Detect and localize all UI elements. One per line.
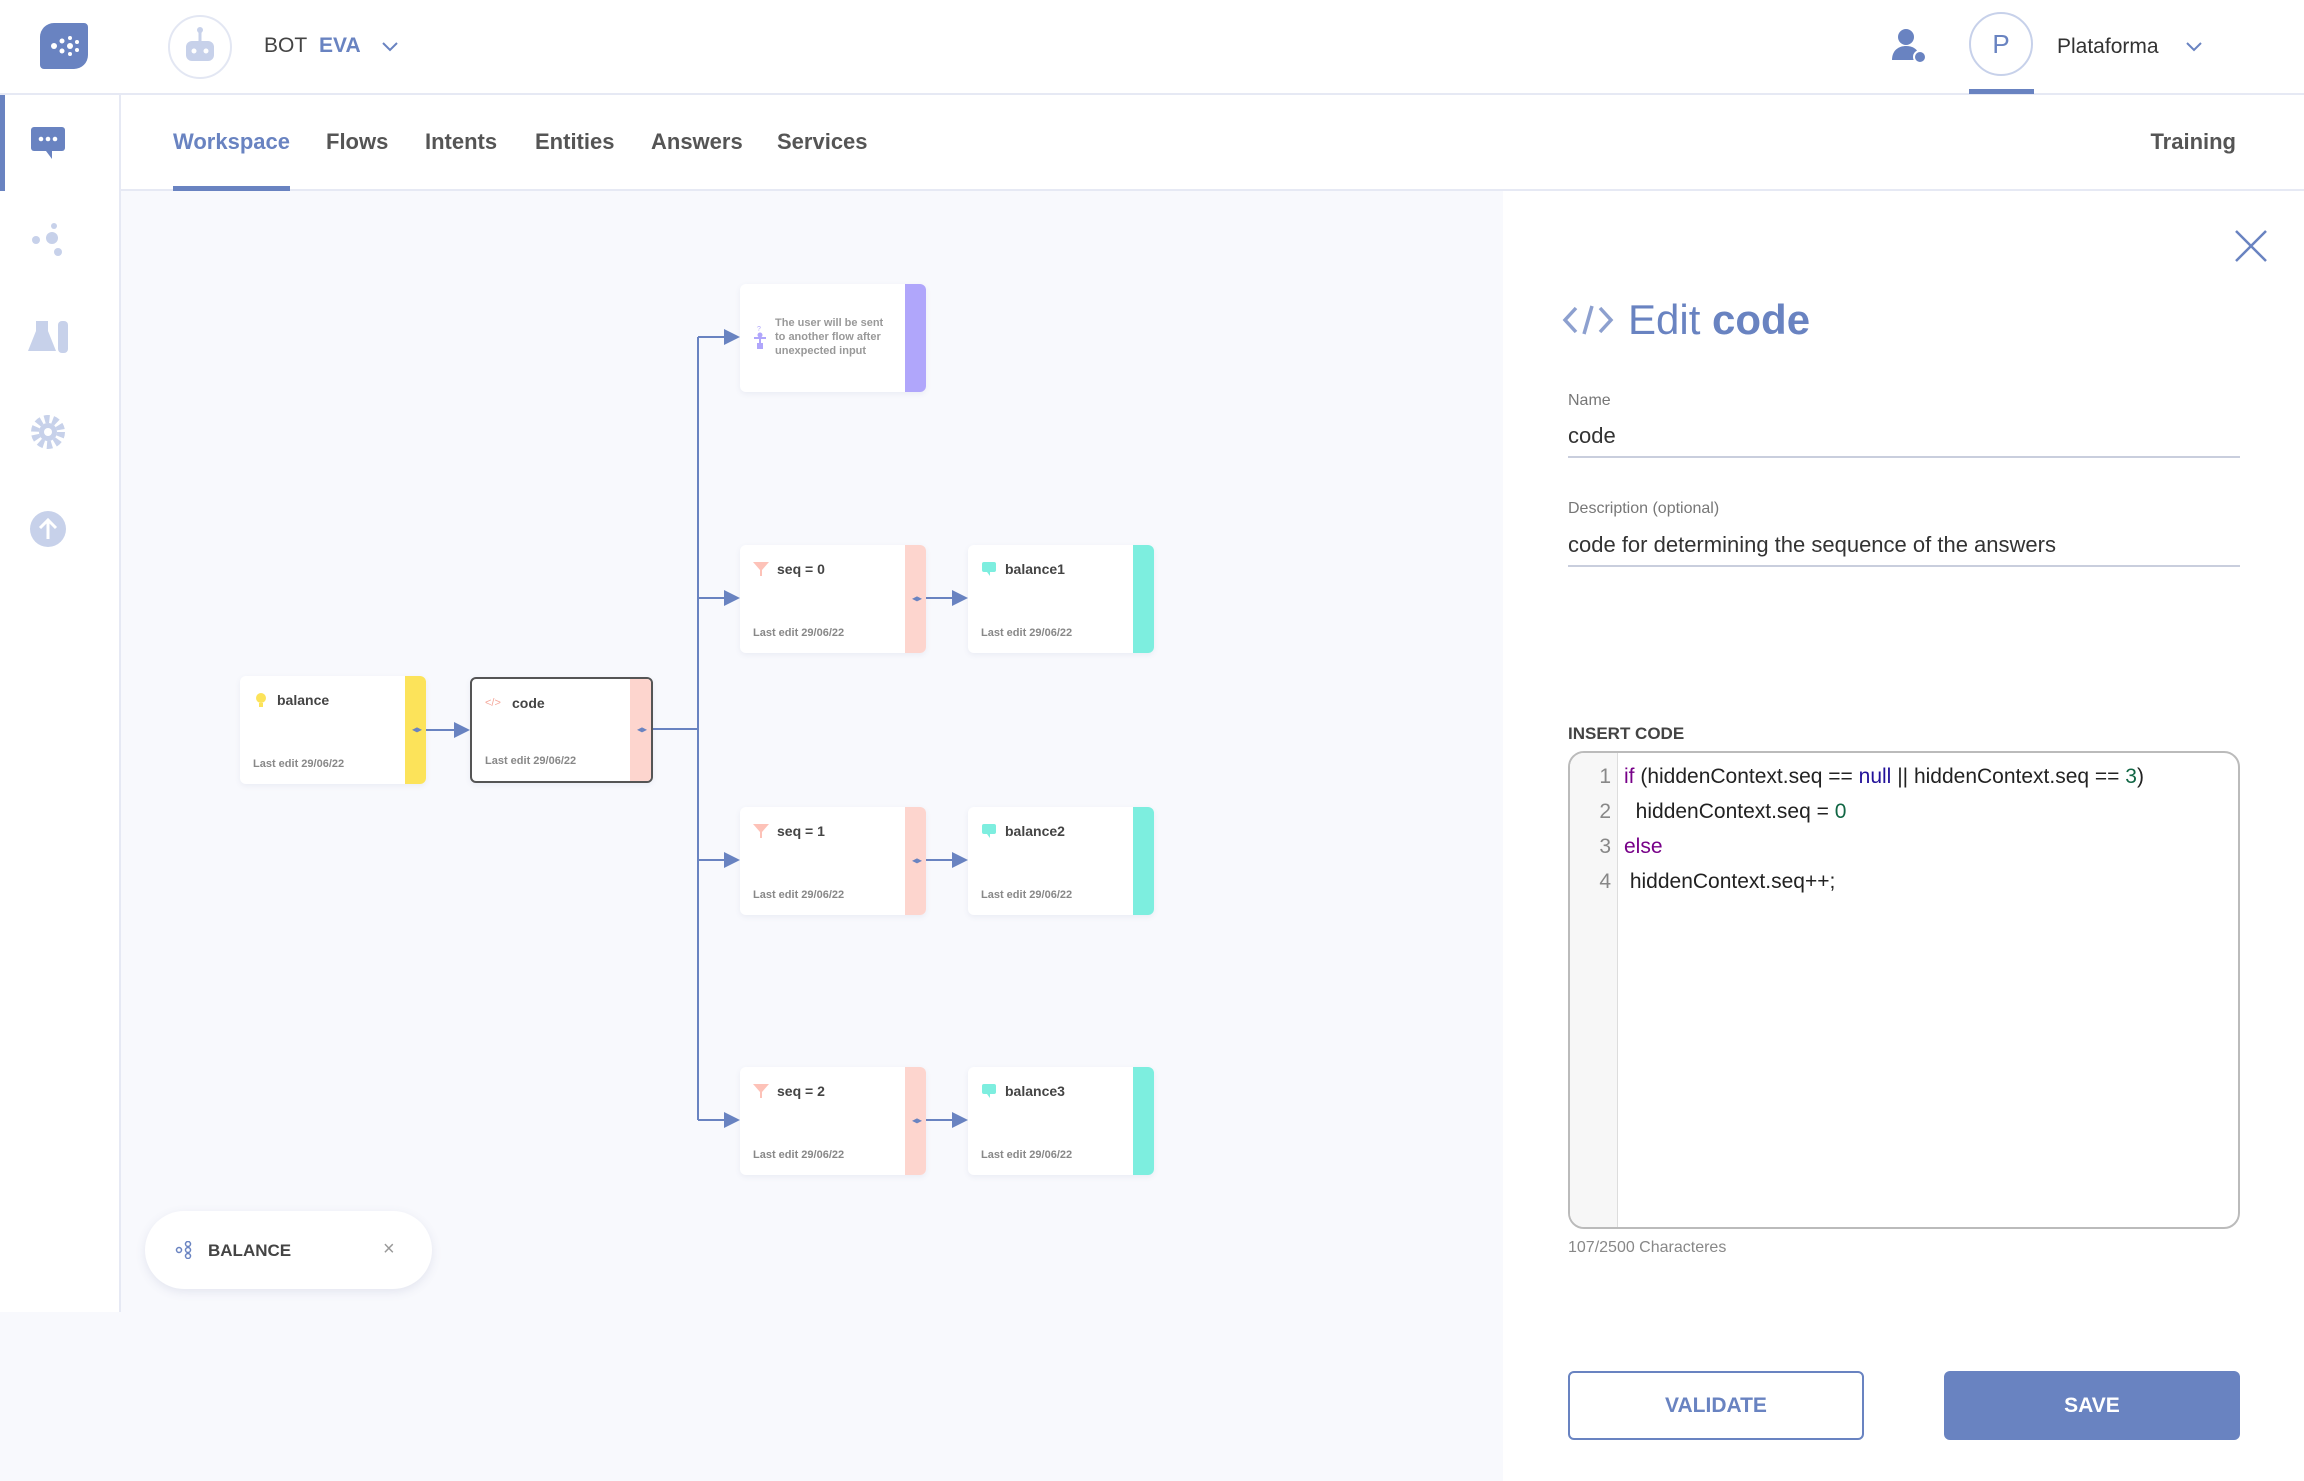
sidebar-test-icon[interactable] xyxy=(28,317,68,357)
tab-bar: Workspace Flows Intents Entities Answers… xyxy=(121,95,2304,191)
description-underline xyxy=(1568,565,2240,567)
close-icon[interactable] xyxy=(2234,229,2268,263)
filter-icon xyxy=(753,824,769,838)
name-input[interactable]: code xyxy=(1568,423,1616,448)
code-line-2: hiddenContext.seq = 0 xyxy=(1624,800,1847,823)
answer-chat-icon xyxy=(982,562,996,576)
condition-node-seq1[interactable]: seq = 1 Last edit 29/06/22 ◂▸ xyxy=(740,807,926,915)
connector-handle-icon[interactable]: ◂▸ xyxy=(411,724,422,736)
connector-handle-icon[interactable]: ◂▸ xyxy=(636,724,647,736)
confused-person-icon: ? xyxy=(754,326,766,349)
connector-handle-icon[interactable]: ◂▸ xyxy=(911,855,922,867)
answer-chat-icon xyxy=(982,824,996,838)
description-label: Description (optional) xyxy=(1568,500,1720,517)
tab-flows[interactable]: Flows xyxy=(326,129,389,154)
logo-dots-icon xyxy=(51,36,79,56)
code-brackets-icon xyxy=(1562,305,1614,335)
name-label: Name xyxy=(1568,392,1611,409)
tab-answers[interactable]: Answers xyxy=(651,129,743,154)
condition-node-seq2[interactable]: seq = 2 Last edit 29/06/22 ◂▸ xyxy=(740,1067,926,1175)
robot-icon xyxy=(186,27,214,61)
filter-icon xyxy=(753,1084,769,1098)
connector-handle-icon[interactable]: ◂▸ xyxy=(911,1115,922,1127)
tab-entities[interactable]: Entities xyxy=(535,129,615,154)
line-number: 4 xyxy=(1599,870,1611,893)
answer-node-balance1[interactable]: balance1 Last edit 29/06/22 xyxy=(968,545,1154,653)
edit-code-panel: Edit code Name code Description (optiona… xyxy=(1503,191,2304,1481)
bot-name[interactable]: EVA xyxy=(319,34,361,57)
code-icon: </> xyxy=(485,697,501,709)
validate-button[interactable]: VALIDATE xyxy=(1568,1371,1864,1440)
answer-node-balance2[interactable]: balance2 Last edit 29/06/22 xyxy=(968,807,1154,915)
sidebar-active-indicator xyxy=(0,95,5,191)
bot-prefix: BOT xyxy=(264,34,308,57)
code-line-1: if (hiddenContext.seq == null || hiddenC… xyxy=(1624,765,2144,788)
training-button[interactable]: Training xyxy=(2150,129,2236,154)
intent-node-balance[interactable]: balance Last edit 29/06/22 ◂▸ xyxy=(240,676,426,784)
user-active-indicator xyxy=(1969,89,2034,94)
fallback-node[interactable]: ? The user will be sent to another flow … xyxy=(740,284,926,392)
user-avatar[interactable]: P xyxy=(1969,12,2033,76)
line-number: 2 xyxy=(1599,800,1611,823)
answer-node-balance3[interactable]: balance3 Last edit 29/06/22 xyxy=(968,1067,1154,1175)
code-line-4: hiddenContext.seq++; xyxy=(1624,870,1836,893)
line-number-gutter: 1 2 3 4 xyxy=(1570,753,1618,1227)
sidebar-flows-icon[interactable] xyxy=(28,220,68,260)
answer-chat-icon xyxy=(982,1084,996,1098)
flow-icon xyxy=(175,1241,192,1259)
tab-workspace[interactable]: Workspace xyxy=(173,129,290,191)
chevron-down-icon[interactable] xyxy=(380,40,400,54)
line-number: 3 xyxy=(1599,835,1611,858)
workspace-name[interactable]: Plataforma xyxy=(2057,35,2159,58)
connector-handle-icon[interactable]: ◂▸ xyxy=(911,593,922,605)
character-count: 107/2500 Characteres xyxy=(1568,1239,1727,1256)
condition-node-seq0[interactable]: seq = 0 Last edit 29/06/22 ◂▸ xyxy=(740,545,926,653)
app-logo[interactable] xyxy=(40,23,88,69)
workspace-chevron-icon[interactable] xyxy=(2184,40,2204,54)
flow-chip[interactable]: BALANCE × xyxy=(145,1211,432,1289)
line-number: 1 xyxy=(1599,765,1611,788)
close-flow-icon[interactable]: × xyxy=(383,1238,395,1260)
sidebar xyxy=(0,95,121,1312)
description-input[interactable]: code for determining the sequence of the… xyxy=(1568,532,2056,557)
insert-code-label: INSERT CODE xyxy=(1568,724,1685,743)
sidebar-chat-icon[interactable] xyxy=(28,123,68,163)
code-content: if (hiddenContext.seq == null || hiddenC… xyxy=(1624,759,2144,899)
flow-connectors xyxy=(425,329,968,1128)
svg-text:?: ? xyxy=(757,326,761,333)
top-bar: BOT EVA P Plataforma xyxy=(0,0,2304,95)
code-line-3: else xyxy=(1624,835,1663,858)
save-button[interactable]: SAVE xyxy=(1944,1371,2240,1440)
tab-services[interactable]: Services xyxy=(777,129,868,154)
panel-title: Edit code xyxy=(1628,296,1811,343)
sidebar-publish-icon[interactable] xyxy=(28,509,68,549)
code-node-selected[interactable]: </> code Last edit 29/06/22 ◂▸ xyxy=(470,677,653,783)
name-underline xyxy=(1568,456,2240,458)
code-editor[interactable]: 1 2 3 4 if (hiddenContext.seq == null ||… xyxy=(1568,751,2240,1229)
tab-intents[interactable]: Intents xyxy=(425,129,498,154)
filter-icon xyxy=(753,562,769,576)
lightbulb-icon xyxy=(256,693,266,707)
sidebar-settings-icon[interactable] xyxy=(28,412,68,452)
user-settings-icon[interactable] xyxy=(1890,26,1930,66)
bot-avatar[interactable] xyxy=(168,15,232,79)
